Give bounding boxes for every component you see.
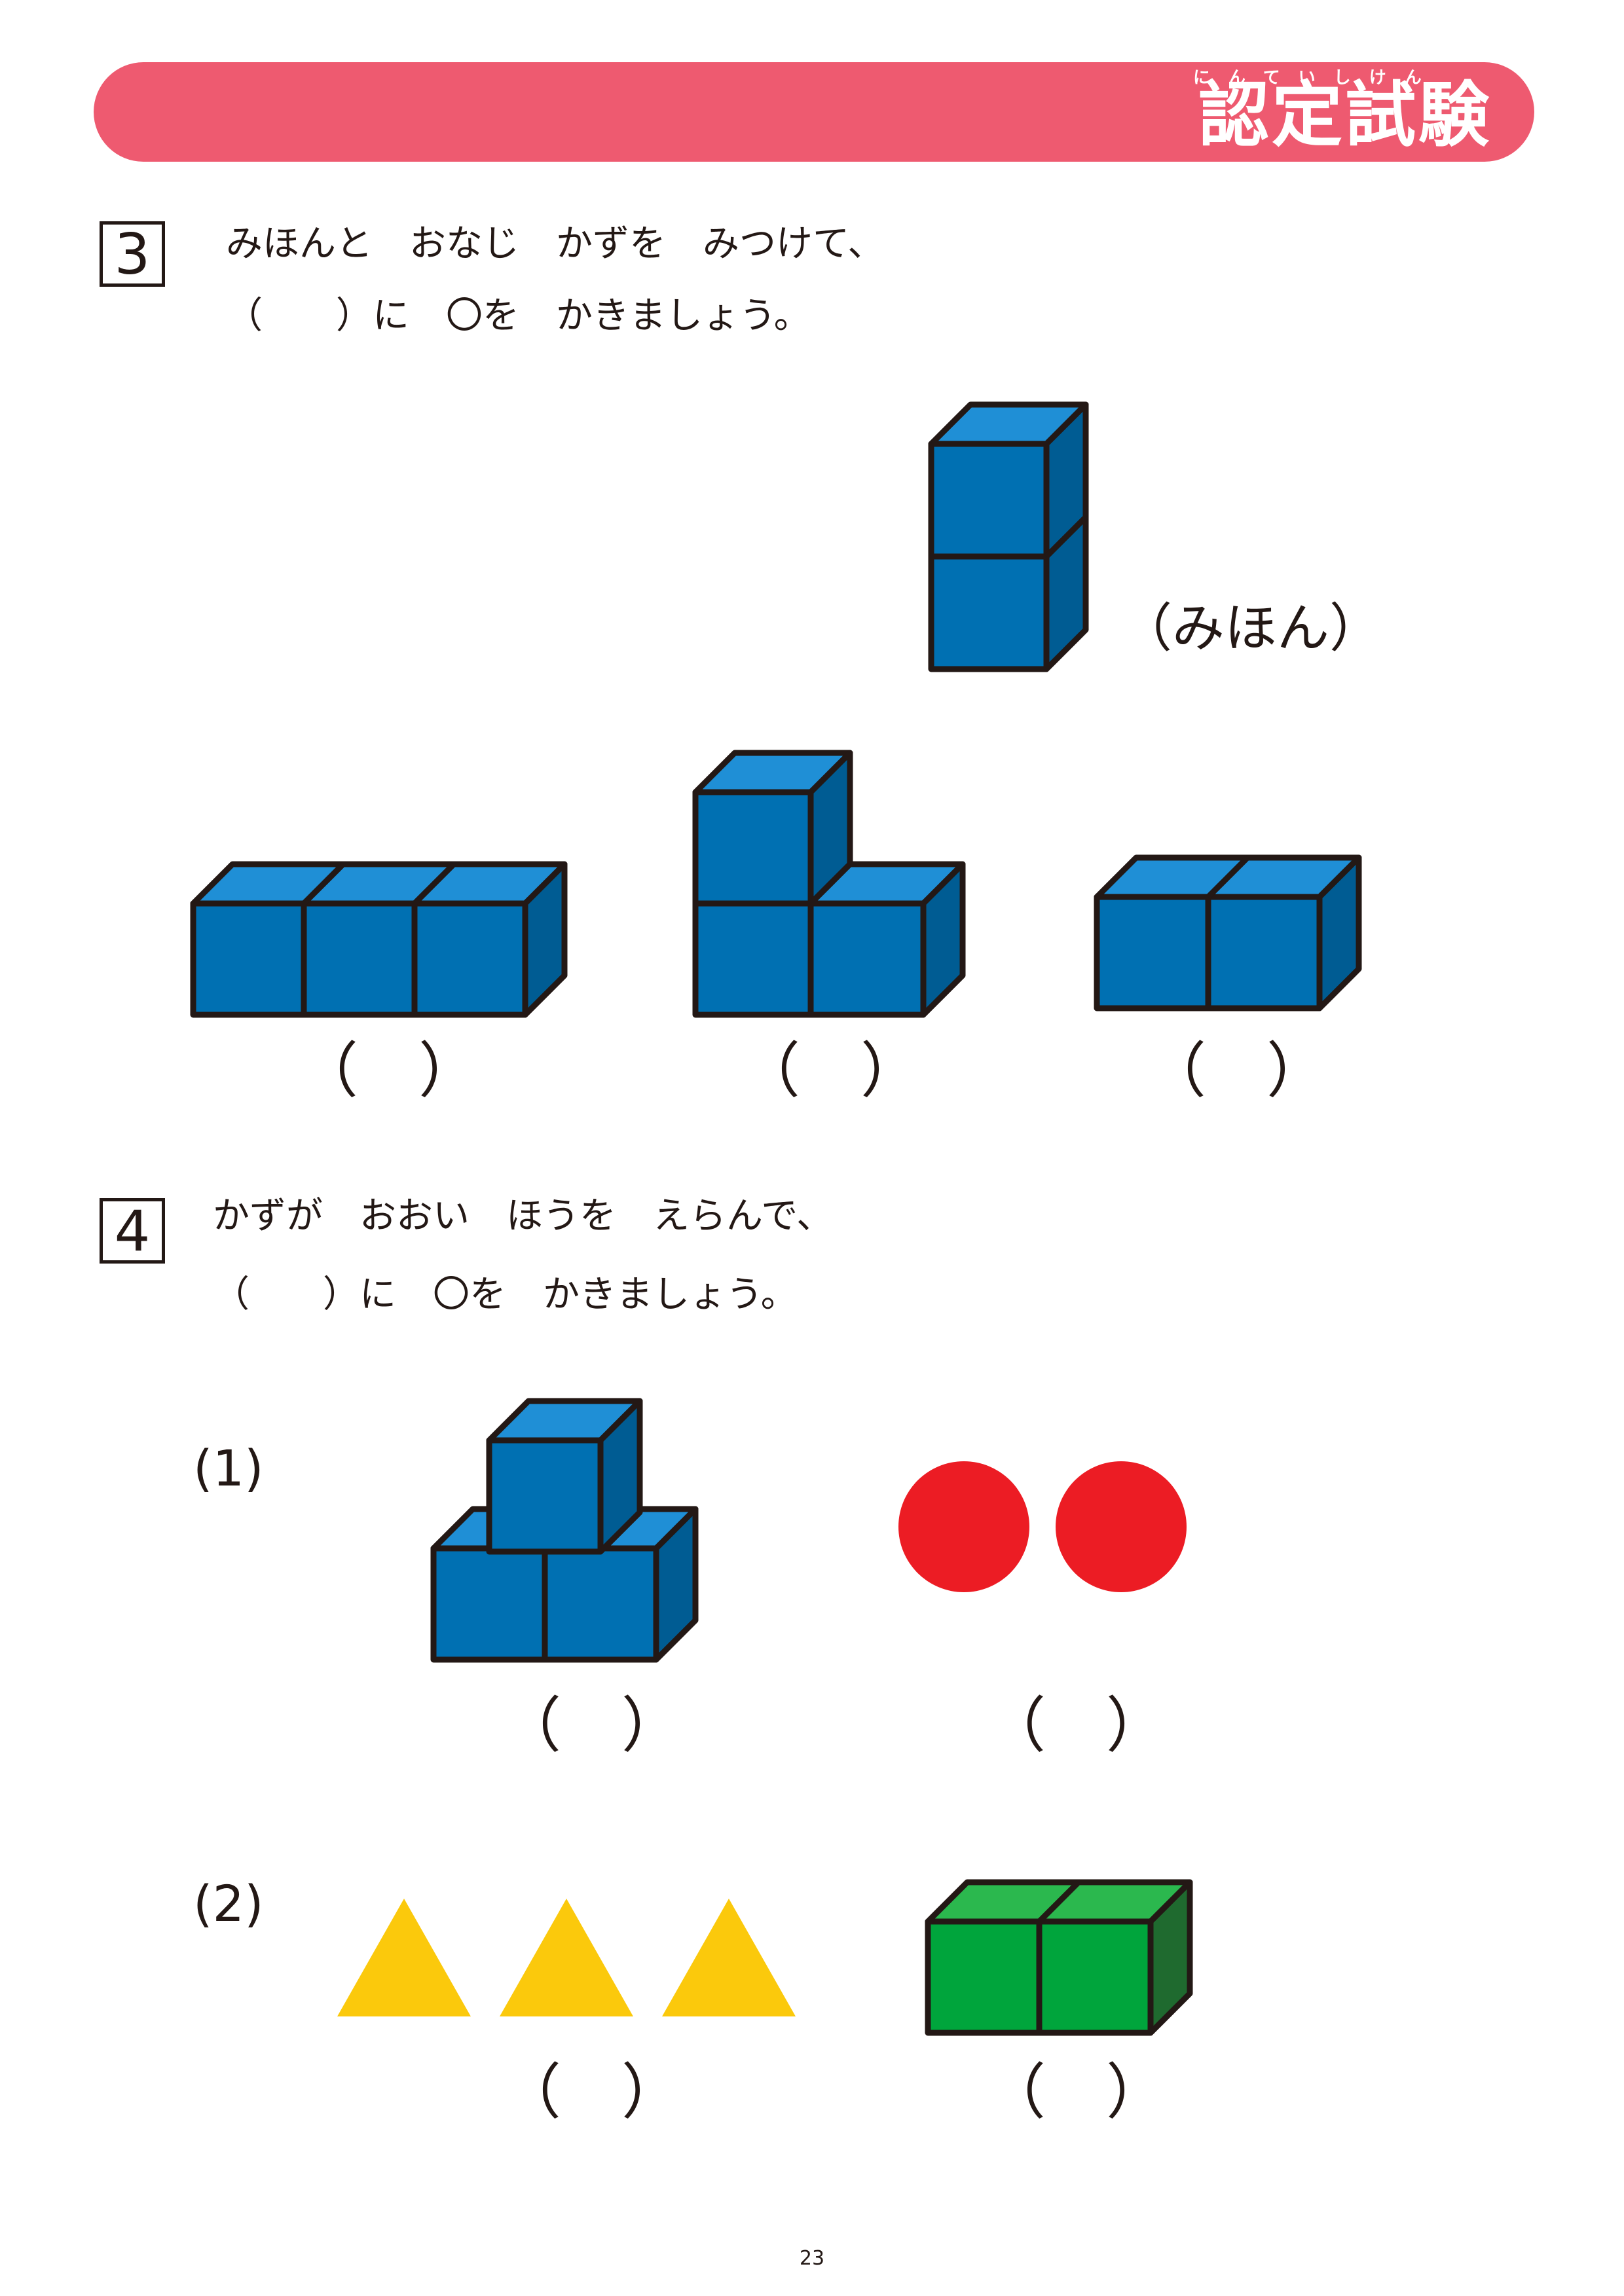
sub2-left-answer[interactable]: （ ） (501, 2057, 682, 2127)
option-c-answer[interactable]: （ ） (1146, 1036, 1327, 1106)
sample-cube-stack (928, 401, 1089, 672)
yellow-triangle (500, 1899, 633, 2016)
option-c-two-cubes (1094, 854, 1362, 1011)
question-4-line-1: かずが おおい ほうを えらんで、 (213, 1195, 833, 1237)
red-circle (898, 1461, 1029, 1592)
sub2-yellow-triangles (337, 1899, 796, 2016)
page-title: 認定試験 (1198, 75, 1492, 156)
header-banner (94, 62, 1534, 162)
question-4-number: 4 (100, 1198, 165, 1264)
red-circle (1056, 1461, 1187, 1592)
sub1-cube-pyramid (430, 1398, 699, 1663)
question-3-line-2: （ ）に 〇を かきましょう。 (226, 295, 811, 337)
sub2-green-cubes (925, 1879, 1193, 2036)
option-a-answer[interactable]: （ ） (298, 1036, 479, 1106)
option-b-answer[interactable]: （ ） (740, 1036, 921, 1106)
sub1-left-answer[interactable]: （ ） (501, 1690, 682, 1760)
question-4-line-2: （ ）に 〇を かきましょう。 (213, 1273, 798, 1316)
question-3-line-1: みほんと おなじ かずを みつけて、 (226, 223, 885, 265)
sub-question-2-label: (2) (193, 1874, 264, 1933)
sub1-red-circles (898, 1461, 1187, 1592)
sub1-right-answer[interactable]: （ ） (986, 1690, 1167, 1760)
question-3-number: 3 (100, 221, 165, 287)
sub-question-1-label: (1) (193, 1439, 264, 1497)
sample-label: （みほん） (1120, 598, 1382, 659)
yellow-triangle (662, 1899, 796, 2016)
option-b-l-shape (692, 750, 966, 1018)
title-ruby: にんていしけん (1193, 68, 1440, 88)
yellow-triangle (337, 1899, 471, 2016)
page-number: 23 (799, 2247, 825, 2270)
option-a-three-cubes (190, 861, 568, 1018)
sub2-right-answer[interactable]: （ ） (986, 2057, 1167, 2127)
